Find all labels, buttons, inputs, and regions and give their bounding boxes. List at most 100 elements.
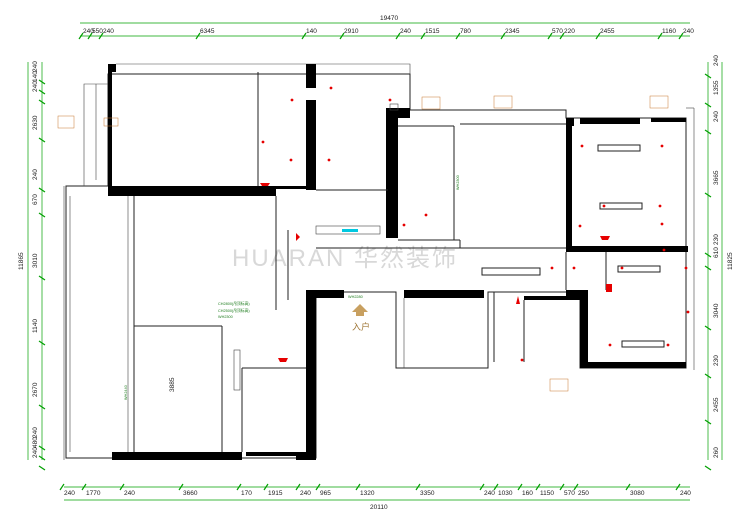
left-dimension-10: 480 [32,437,39,448]
bottom-tick-10 [479,483,485,491]
power-point-16 [684,266,688,270]
left-dimension-4: 240 [32,169,39,180]
bottom-total-dimension: 20110 [370,504,388,511]
power-point-14 [550,266,554,270]
top-tick-14 [678,32,684,40]
left-dimension-0: 240 [32,61,39,72]
red-fixtures [260,183,612,362]
power-point-10 [602,204,606,208]
top-dimension-7: 1515 [425,28,440,35]
right-tick-8 [704,419,712,425]
left-tick-11 [38,465,46,471]
power-point-2 [388,98,392,102]
right-tick-2 [704,129,712,135]
left-dimension-8: 2670 [32,382,39,397]
bottom-tick-9 [415,483,421,491]
bottom-dimension-16: 3080 [630,490,645,497]
power-point-15 [620,266,624,270]
bottom-tick-6 [295,483,301,491]
right-total-dimension: 11825 [727,252,734,270]
right-tick-5 [704,265,712,271]
left-dimension-7: 1140 [32,319,39,333]
bottom-tick-1 [81,483,87,491]
bottom-dimension-13: 1150 [540,490,554,497]
left-dimension-2: 240 [32,81,39,92]
right-tick-4 [704,252,712,258]
top-tick-1 [87,32,93,40]
power-point-13 [572,266,576,270]
power-point-7 [660,144,664,148]
top-tick-7 [420,32,426,40]
top-dimension-3: 6345 [200,28,215,35]
wh2440-label: WH2440 [124,385,128,400]
left-dimension-1: 140 [32,71,39,82]
bottom-tick-0 [59,483,65,491]
bottom-dimension-12: 160 [522,490,533,497]
bottom-dimension-5: 1915 [268,490,283,497]
top-tick-6 [395,32,401,40]
power-point-1 [329,86,333,90]
entrance-label: 入户 [352,321,370,332]
bottom-dimension-1: 1770 [86,490,101,497]
left-tick-4 [38,187,46,193]
top-dimension-2: 240 [103,28,114,35]
top-tick-0 [78,32,84,40]
top-total-dimension: 19470 [380,15,398,22]
bottom-dimension-10: 240 [484,490,495,497]
bottom-tick-17 [675,483,681,491]
top-dimension-5: 2910 [344,28,359,35]
wh2280-label: WH2280 [348,295,363,299]
bottom-tick-14 [559,483,565,491]
bottom-tick-7 [315,483,321,491]
power-point-4 [289,158,293,162]
power-point-20 [520,358,524,362]
left-tick-8 [38,404,46,410]
top-tick-11 [559,32,565,40]
left-tick-0 [38,79,46,85]
power-point-19 [666,343,670,347]
right-tick-9 [704,465,712,471]
green-annotations: CH2800(吊顶标高) CH2500(吊顶标高) WH2300 WH2300 … [124,175,460,400]
top-dimension-6: 240 [400,28,411,35]
ceiling-height-2500: CH2500(吊顶标高) [218,308,250,313]
left-dimension-9: 240 [32,427,39,438]
bottom-tick-15 [573,483,579,491]
bottom-dimension-6: 240 [300,490,311,497]
left-dimension-11: 240 [32,447,39,458]
left-dimension-5: 670 [32,194,39,205]
right-tick-0 [704,73,712,79]
left-tick-3 [38,137,46,143]
walls [108,64,688,460]
top-dimension-1: 550 [92,28,103,35]
bottom-tick-4 [236,483,242,491]
fixtures [315,144,665,348]
right-dimension-9: 260 [713,447,720,458]
right-dimension-5: 610 [713,247,720,258]
annotation-stamps [57,95,669,392]
power-point-5 [327,158,331,162]
bottom-tick-11 [493,483,499,491]
right-dimension-7: 230 [713,355,720,366]
right-dimension-0: 240 [713,55,720,66]
top-dimension-14: 240 [683,28,694,35]
right-dimension-2: 240 [713,111,720,122]
entrance-marker: 入户 [352,304,370,332]
bottom-dimension-7: 965 [320,490,331,497]
power-point-8 [578,224,582,228]
bottom-dimension-9: 3350 [420,490,435,497]
right-dimension-6: 3040 [713,303,720,318]
right-dimension-4: 230 [713,234,720,245]
left-tick-9 [38,445,46,451]
left-tick-6 [38,275,46,281]
bottom-tick-13 [535,483,541,491]
power-point-12 [662,248,666,252]
power-point-17 [686,310,690,314]
right-tick-7 [704,373,712,379]
wh2300-label-b: WH2300 [218,315,233,319]
top-dimension-10: 570 [552,28,563,35]
top-tick-10 [547,32,553,40]
bottom-tick-2 [119,483,125,491]
